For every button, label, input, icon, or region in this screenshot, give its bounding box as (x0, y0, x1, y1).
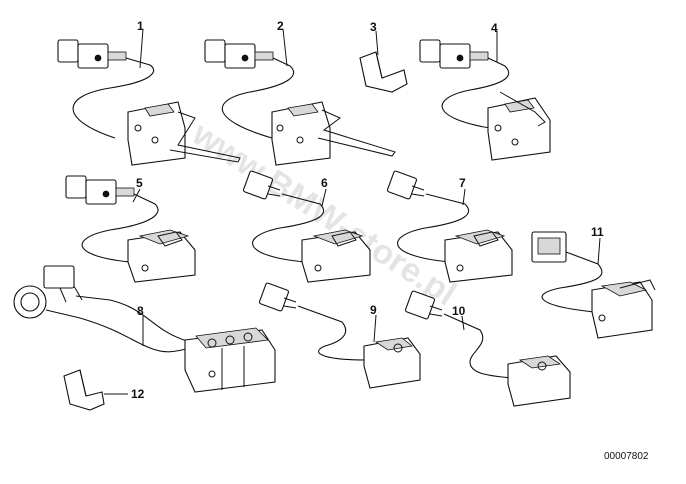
callout-9: 9 (370, 303, 377, 317)
microswitch-icon (487, 91, 551, 161)
callout-12: 12 (131, 387, 145, 401)
microswitch-icon (507, 355, 571, 407)
callout-4: 4 (491, 21, 498, 35)
callout-5: 5 (136, 176, 143, 190)
part-11 (531, 231, 656, 339)
part-4 (419, 39, 551, 161)
callout-8: 8 (137, 304, 144, 318)
microswitch-icon (301, 229, 371, 283)
callout-10: 10 (452, 304, 466, 318)
part-10 (404, 290, 571, 407)
retaining-clip-icon (359, 51, 408, 93)
callout-3: 3 (370, 20, 377, 34)
part-2 (204, 39, 396, 166)
microswitch-icon (271, 101, 396, 166)
callout-6: 6 (321, 176, 328, 190)
microswitch-icon (363, 337, 421, 389)
callout-1: 1 (137, 19, 144, 33)
callout-2: 2 (277, 19, 284, 33)
part-6 (242, 170, 371, 283)
part-9 (258, 282, 421, 389)
part-8 (13, 265, 276, 393)
plug-connector-icon (258, 282, 297, 312)
plug-connector-icon (57, 39, 127, 69)
part-1 (57, 39, 241, 166)
microswitch-icon (127, 229, 196, 283)
microswitch-icon (127, 101, 241, 166)
callout-7: 7 (459, 176, 466, 190)
part-7 (386, 170, 513, 283)
diagram-reference-code: 00007802 (604, 451, 649, 462)
plug-connector-icon (419, 39, 489, 69)
plug-connector-icon (242, 170, 281, 200)
microswitch-icon (184, 327, 276, 393)
plug-connector-icon (404, 290, 443, 320)
plug-connector-icon (204, 39, 274, 69)
plug-connector-icon (386, 170, 425, 200)
plug-connector-icon (531, 231, 567, 263)
plug-connector-icon (13, 265, 83, 319)
retaining-clip-icon (63, 369, 105, 411)
part-3 (359, 51, 408, 93)
part-12 (63, 369, 105, 411)
microswitch-icon (591, 279, 656, 339)
plug-connector-icon (65, 175, 135, 205)
part-5 (65, 175, 196, 283)
callout-11: 11 (591, 225, 604, 239)
microswitch-icon (444, 229, 513, 283)
